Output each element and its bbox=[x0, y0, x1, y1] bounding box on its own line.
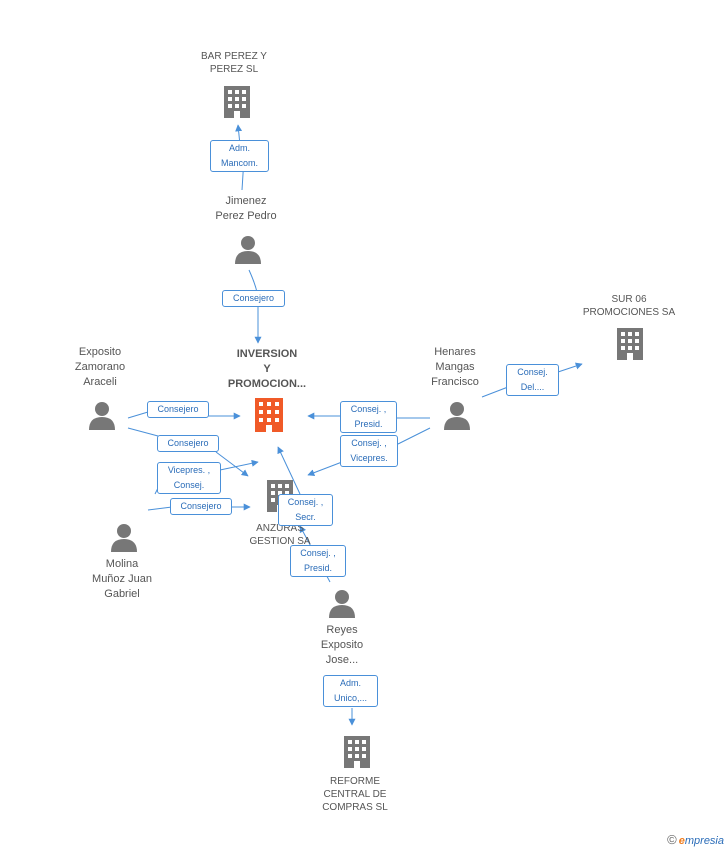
node-label-anzuras[interactable]: ANZURAS GESTION SA bbox=[249, 523, 311, 547]
node-label-sur06[interactable]: SUR 06 PROMOCIONES SA bbox=[582, 294, 676, 318]
person-icon[interactable] bbox=[89, 402, 115, 430]
node-label-henares[interactable]: Henares Mangas Francisco bbox=[431, 346, 479, 388]
brand-name: mpresia bbox=[684, 835, 724, 847]
edge-label-consej-del[interactable]: Consej. Del.... bbox=[506, 364, 559, 396]
edge-label-consej-secr[interactable]: Consej. , Secr. bbox=[278, 494, 333, 526]
building-icon[interactable] bbox=[617, 328, 643, 360]
edge-label-adm-unico[interactable]: Adm. Unico,... bbox=[323, 675, 378, 707]
edge-line-molina-anzuras bbox=[147, 507, 250, 510]
edge-line-henares-inversion bbox=[308, 416, 430, 418]
person-icon[interactable] bbox=[235, 236, 261, 264]
person-icon[interactable] bbox=[329, 590, 355, 618]
node-label-reforme[interactable]: REFORME CENTRAL DE COMPRAS SL bbox=[322, 776, 388, 813]
building-icon-main[interactable] bbox=[255, 398, 283, 432]
edge-label-consejero-molina[interactable]: Consejero bbox=[170, 498, 232, 515]
edge-label-vicepres-consej[interactable]: Vicepres. , Consej. bbox=[157, 462, 221, 494]
edge-label-consejero-exposito[interactable]: Consejero bbox=[147, 401, 209, 418]
edge-line-exposito-anzuras bbox=[127, 427, 248, 476]
node-label-reyes[interactable]: Reyes Exposito Jose... bbox=[320, 624, 364, 666]
edge-line-exposito-inversion bbox=[127, 412, 240, 418]
edge-label-consejero-jimenez[interactable]: Consejero bbox=[222, 290, 285, 307]
edge-label-consej-presid-reyes[interactable]: Consej. , Presid. bbox=[290, 545, 346, 577]
edge-label-adm-mancom[interactable]: Adm. Mancom. bbox=[210, 140, 269, 172]
brand-initial: e bbox=[678, 835, 685, 847]
node-label-molina[interactable]: Molina Muñoz Juan Gabriel bbox=[92, 558, 152, 600]
edge-line-anzuras-inversion bbox=[277, 446, 301, 495]
edge-line-henares-anzuras bbox=[308, 427, 431, 475]
building-icon[interactable] bbox=[224, 86, 250, 118]
person-icon[interactable] bbox=[444, 402, 470, 430]
brand-logo: ©empresia bbox=[667, 832, 724, 847]
copyright-icon: © bbox=[667, 832, 677, 847]
edge-label-consej-presid-henares[interactable]: Consej. , Presid. bbox=[340, 401, 397, 433]
node-label-bar-perez[interactable]: BAR PEREZ Y PEREZ SL bbox=[201, 51, 267, 75]
person-icon[interactable] bbox=[111, 524, 137, 552]
edge-line-henares-sur06 bbox=[481, 364, 582, 398]
node-label-inversion[interactable]: INVERSION Y PROMOCION... bbox=[227, 348, 307, 390]
node-label-jimenez[interactable]: Jimenez Perez Pedro bbox=[215, 195, 277, 222]
edge-label-consejero-exposito-anzuras[interactable]: Consejero bbox=[157, 435, 219, 452]
node-label-exposito[interactable]: Exposito Zamorano Araceli bbox=[74, 346, 126, 388]
edge-label-consej-vicepres[interactable]: Consej. , Vicepres. bbox=[340, 435, 398, 467]
building-icon[interactable] bbox=[344, 736, 370, 768]
